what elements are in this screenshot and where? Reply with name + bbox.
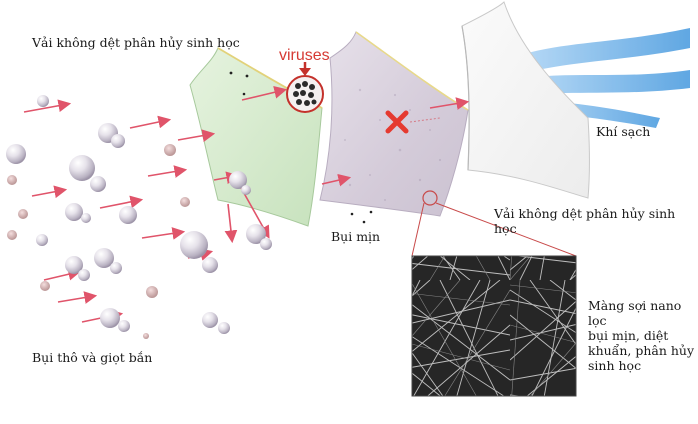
label-right-fabric: Vải không dệt phân hủy sinh học bbox=[494, 206, 676, 236]
nanofiber-micrograph bbox=[411, 255, 577, 397]
label-membrane: Màng sợi nano lọc bụi mịn, diệt khuẩn, p… bbox=[588, 298, 696, 373]
coarse-particles bbox=[6, 95, 272, 339]
label-membrane-line1: Màng sợi nano lọc bbox=[588, 298, 682, 328]
inner-fabric-layer bbox=[189, 47, 323, 227]
fine-dust-particles bbox=[229, 71, 373, 224]
label-top-fabric: Vải không dệt phân hủy sinh học bbox=[32, 35, 240, 50]
label-coarse-dust: Bụi thô và giọt bắn bbox=[32, 350, 153, 365]
label-viruses: viruses bbox=[279, 47, 330, 64]
label-membrane-line2: bụi mịn, diệt bbox=[588, 328, 669, 343]
block-cross-icon bbox=[385, 110, 409, 134]
label-clean-air: Khí sạch bbox=[596, 124, 651, 139]
outer-fabric-layer bbox=[461, 1, 590, 199]
virus-icon bbox=[286, 62, 324, 113]
zoom-indicator bbox=[422, 190, 438, 206]
label-membrane-line4: sinh học bbox=[588, 358, 642, 373]
label-membrane-line3: khuẩn, phân hủy bbox=[588, 343, 695, 358]
label-fine-dust: Bụi mịn bbox=[331, 229, 381, 244]
